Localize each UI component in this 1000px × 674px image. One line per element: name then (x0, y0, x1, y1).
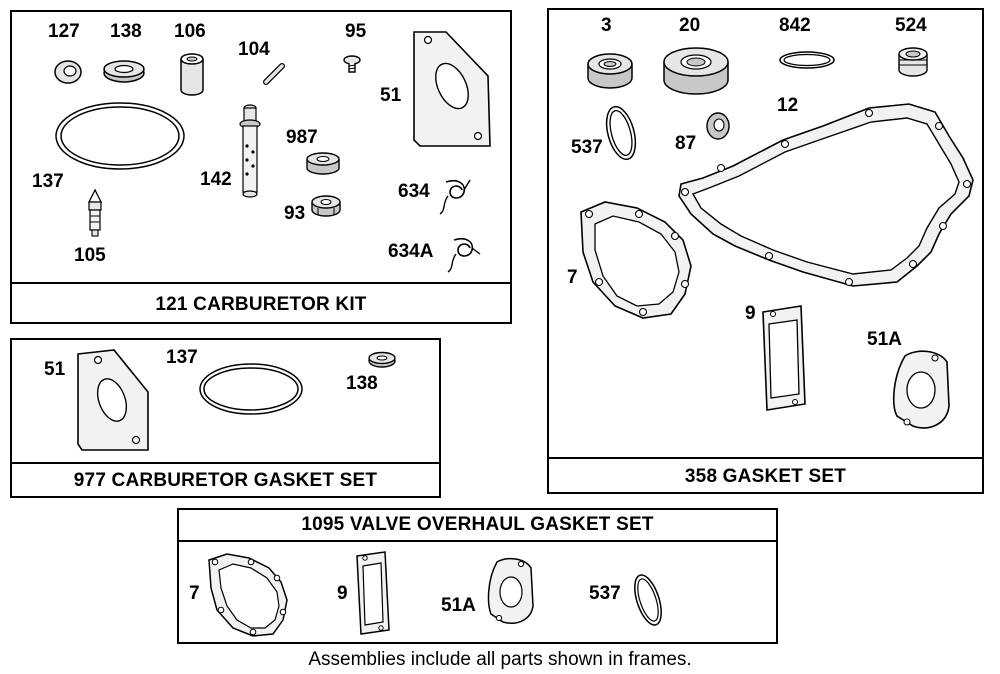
plug-524-drawing (893, 46, 933, 82)
part-label-3: 3 (601, 15, 612, 36)
part-label-138: 138 (346, 373, 378, 394)
carburetor-gasket-set-title: 977 CARBURETOR GASKET SET (73, 470, 378, 491)
ring-537-drawing (601, 102, 641, 164)
part-label-51a: 51A (441, 595, 476, 616)
part-label-137: 137 (32, 171, 64, 192)
part-label-95: 95 (345, 21, 367, 42)
part-label-20: 20 (679, 15, 701, 36)
frame-divider (12, 462, 439, 464)
frame-divider (12, 282, 510, 284)
carburetor-kit-frame: 121 CARBURETOR KIT 127 138 106 95 104 51… (10, 10, 512, 324)
seal-87-drawing (703, 110, 733, 142)
part-label-106: 106 (174, 21, 206, 42)
part-label-524: 524 (895, 15, 927, 36)
seal-3-drawing (585, 48, 635, 94)
ring-842-drawing (777, 48, 839, 72)
o-ring-137-drawing (52, 98, 192, 174)
carburetor-gasket-set-frame: 977 CARBURETOR GASKET SET 51 137 138 (10, 338, 441, 498)
footer-note: Assemblies include all parts shown in fr… (308, 649, 692, 670)
part-label-9: 9 (745, 303, 756, 324)
frame-divider (549, 457, 982, 459)
valve-overhaul-gasket-set-frame: 1095 VALVE OVERHAUL GASKET SET 7 9 51A 5… (177, 508, 778, 644)
needle-105-drawing (82, 188, 108, 240)
o-ring-137-drawing (196, 360, 308, 418)
washer-138-drawing (100, 58, 148, 84)
gasket-51-drawing (74, 346, 154, 456)
part-label-93: 93 (284, 203, 306, 224)
gasket-7-drawing (205, 550, 289, 640)
part-label-87: 87 (675, 133, 697, 154)
part-label-104: 104 (238, 39, 270, 60)
gasket-9-drawing (353, 548, 393, 638)
part-label-537: 537 (589, 583, 621, 604)
spring-634-drawing (436, 176, 476, 220)
spacer-987-drawing (304, 150, 344, 178)
part-label-105: 105 (74, 245, 106, 266)
part-label-51a: 51A (867, 329, 902, 350)
frame-divider (179, 540, 776, 542)
ring-537-drawing (631, 570, 665, 630)
part-label-12: 12 (777, 95, 799, 116)
part-label-7: 7 (567, 267, 578, 288)
gasket-51-drawing (410, 28, 500, 152)
nut-93-drawing (308, 192, 344, 222)
gasket-set-title: 358 GASKET SET (684, 466, 847, 487)
gasket-51a-drawing (485, 554, 537, 630)
part-label-138: 138 (110, 21, 142, 42)
part-label-634: 634 (398, 181, 430, 202)
gasket-12-drawing (673, 96, 979, 296)
washer-138-drawing (366, 350, 398, 370)
carburetor-kit-title: 121 CARBURETOR KIT (155, 294, 367, 315)
gasket-9-drawing (757, 302, 811, 414)
part-label-51: 51 (44, 359, 66, 380)
part-label-842: 842 (779, 15, 811, 36)
gasket-set-frame: 358 GASKET SET 3 20 842 524 12 537 87 7 … (547, 8, 984, 494)
part-label-987: 987 (286, 127, 318, 148)
seal-20-drawing (661, 42, 731, 100)
pin-104-drawing (262, 62, 288, 86)
part-label-137: 137 (166, 347, 198, 368)
part-label-51: 51 (380, 85, 402, 106)
part-label-9: 9 (337, 583, 348, 604)
valve-overhaul-gasket-set-title: 1095 VALVE OVERHAUL GASKET SET (301, 514, 654, 535)
spring-634a-drawing (444, 234, 484, 278)
part-label-7: 7 (189, 583, 200, 604)
seal-127-drawing (52, 56, 86, 86)
gasket-51a-drawing (889, 346, 953, 434)
gasket-7-drawing (575, 196, 693, 322)
part-label-142: 142 (200, 169, 232, 190)
tube-142-drawing (238, 102, 266, 202)
part-label-127: 127 (48, 21, 80, 42)
bushing-106-drawing (178, 52, 208, 98)
part-label-537: 537 (571, 137, 603, 158)
screw-95-drawing (342, 52, 364, 76)
part-label-634a: 634A (388, 241, 434, 262)
